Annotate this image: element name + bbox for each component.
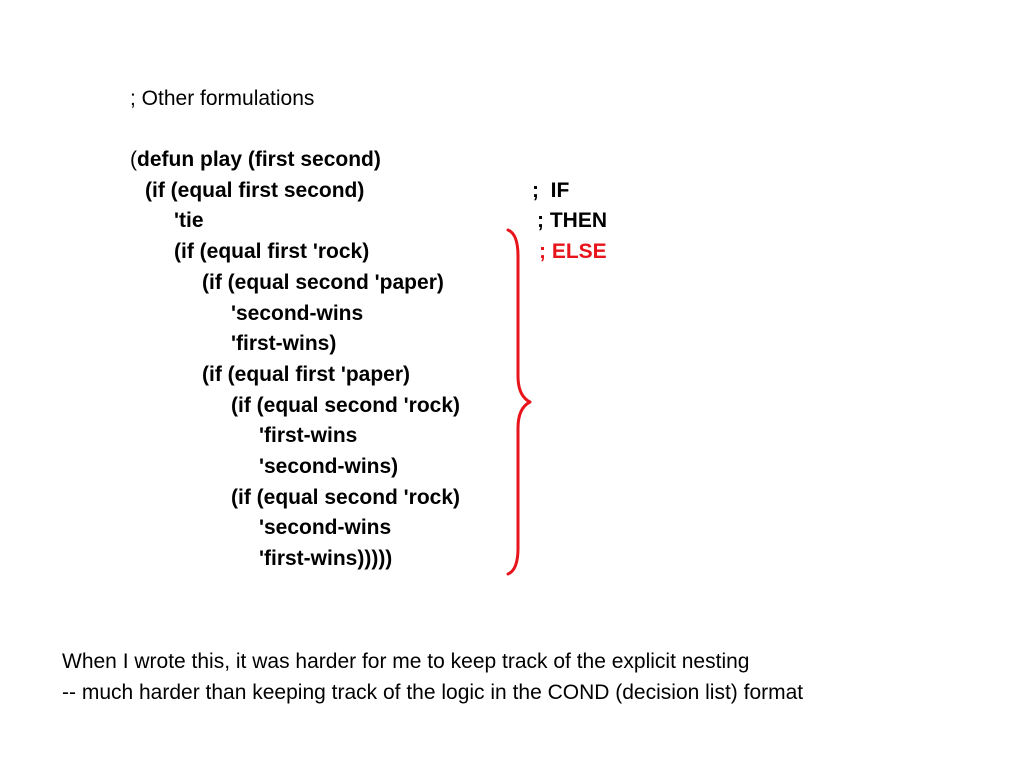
curly-brace-path <box>506 228 532 576</box>
then-annotation: ; THEN <box>537 209 607 232</box>
else-annotation: ; ELSE <box>539 240 607 263</box>
code-line-second-wins-1: 'second-wins <box>231 302 364 325</box>
comment-heading: ; Other formulations <box>130 87 315 110</box>
code-line-if-second-rock-1: (if (equal second 'rock) <box>231 394 461 417</box>
if-annotation: ; IF <box>532 179 570 202</box>
code-line-if-paper: (if (equal first 'paper) <box>202 363 411 386</box>
caption-line-2: -- much harder than keeping track of the… <box>62 681 804 704</box>
else-curly-brace <box>506 228 532 576</box>
code-line-second-wins-3: 'second-wins <box>259 516 392 539</box>
defun-text: defun play (first second) <box>137 148 381 171</box>
code-line-defun: (defun play (first second) <box>130 148 381 172</box>
code-line-if-outer: (if (equal first second) <box>145 179 365 202</box>
code-line-first-wins-3: 'first-wins))))) <box>259 547 393 570</box>
code-line-if-second-paper: (if (equal second 'paper) <box>202 271 444 294</box>
code-line-if-rock: (if (equal first 'rock) <box>174 240 370 263</box>
code-line-first-wins-2: 'first-wins <box>259 424 358 447</box>
caption-line-1: When I wrote this, it was harder for me … <box>62 650 750 673</box>
open-paren: ( <box>130 148 137 171</box>
code-line-if-second-rock-2: (if (equal second 'rock) <box>231 486 461 509</box>
code-line-second-wins-2: 'second-wins) <box>259 455 399 478</box>
code-line-first-wins-1: 'first-wins) <box>231 332 337 355</box>
code-line-tie: 'tie <box>174 209 204 232</box>
